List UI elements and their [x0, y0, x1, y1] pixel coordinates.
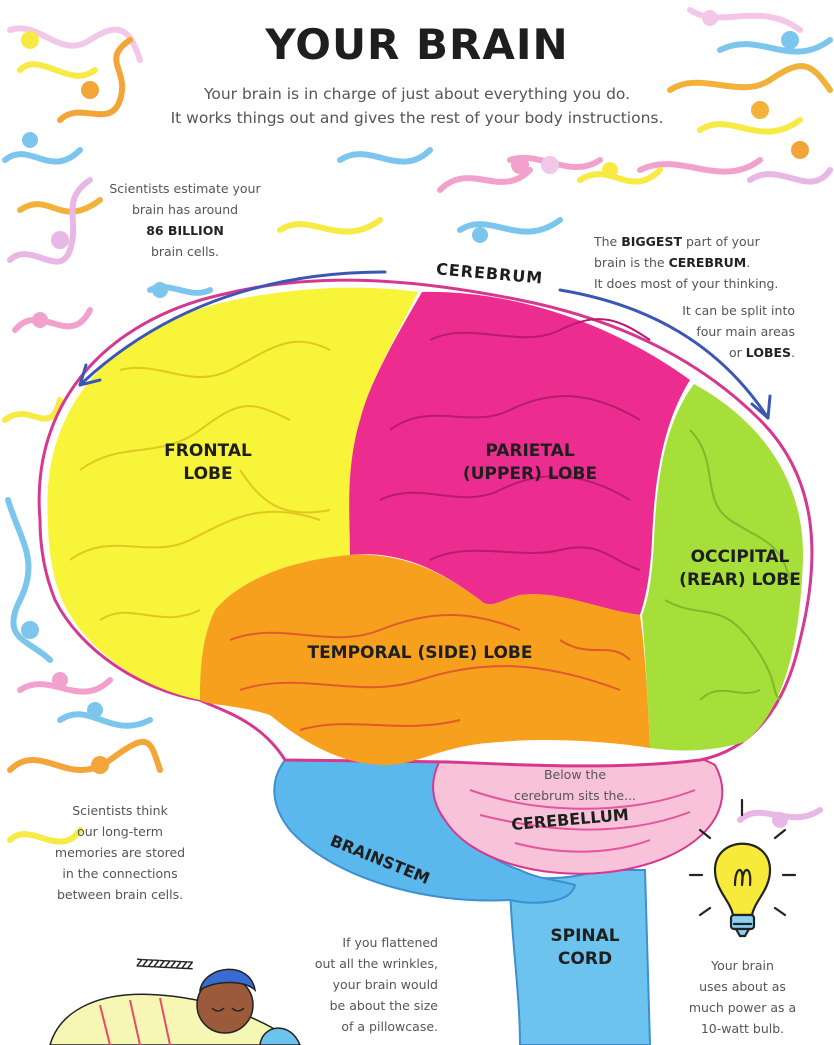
temporal-lobe-label: TEMPORAL (SIDE) LOBE [307, 643, 533, 663]
arrow-right-icon [558, 288, 772, 420]
note-line: If you flattened [342, 935, 438, 950]
note-line: four main areas [696, 324, 795, 339]
light-bulb-icon [688, 798, 797, 938]
frontal-lobe [47, 287, 418, 700]
label-line: SPINAL [550, 926, 620, 946]
note-line: uses about as [699, 979, 786, 994]
frontal-wrinkles [69, 340, 331, 621]
sleeping-child-icon [49, 968, 302, 1045]
note-line: 10-watt bulb. [700, 1021, 785, 1036]
note-line: or LOBES. [729, 345, 795, 360]
note-line: memories are stored [54, 845, 186, 860]
label-line: PARIETAL [485, 441, 575, 461]
parietal-wrinkles [379, 318, 651, 571]
note-line: be about the size [329, 998, 438, 1013]
note-line: The BIGGEST part of your [594, 234, 760, 249]
note-line: It does most of your thinking. [594, 276, 779, 291]
spinal-cord-label: SPINAL CORD [540, 925, 630, 971]
parietal-lobe-label: PARIETAL (UPPER) LOBE [440, 440, 620, 486]
note-line: your brain would [332, 977, 438, 992]
page-title: YOUR BRAIN [265, 20, 569, 69]
note-line: cerebrum sits the... [513, 788, 637, 803]
note-line: brain has around [131, 202, 239, 217]
note-line: our long-term [77, 824, 163, 839]
brain-cells-note: Scientists estimate your brain has aroun… [100, 178, 270, 262]
neuron-doodle-icon [2, 7, 833, 845]
wrinkles-note: If you flattened out all the wrinkles, y… [300, 932, 438, 1037]
note-line: Scientists estimate your [109, 181, 261, 196]
temporal-lobe [200, 554, 650, 765]
intro-line: It works things out and gives the rest o… [170, 109, 664, 127]
note-line: of a pillowcase. [341, 1019, 438, 1034]
note-line: Scientists think [72, 803, 168, 818]
temporal-wrinkles [229, 614, 631, 731]
occipital-wrinkles [664, 429, 791, 701]
cerebellum-folds [469, 789, 696, 853]
intro-line: Your brain is in charge of just about ev… [203, 85, 631, 103]
label-line: FRONTAL [164, 441, 252, 461]
occipital-lobe-label: OCCIPITAL (REAR) LOBE [665, 546, 815, 592]
frontal-lobe-label: FRONTAL LOBE [138, 440, 278, 486]
lobes-note: It can be split into four main areas or … [600, 300, 795, 363]
note-line: in the connections [62, 866, 178, 881]
note-line: between brain cells. [56, 887, 184, 902]
note-line: much power as a [688, 1000, 797, 1015]
neuron-bodies [21, 10, 809, 828]
label-line: (UPPER) LOBE [462, 464, 598, 484]
memory-note: Scientists think our long-term memories … [40, 800, 200, 905]
note-line: It can be split into [682, 303, 795, 318]
label-line: LOBE [183, 464, 233, 484]
cerebrum-note: The BIGGEST part of your brain is the CE… [594, 231, 794, 294]
arrow-left-icon [78, 270, 387, 387]
cerebellum-intro-note: Below the cerebrum sits the... [500, 764, 650, 806]
note-line: brain cells. [150, 244, 220, 259]
label-line: CORD [557, 949, 613, 969]
label-line: OCCIPITAL [690, 547, 790, 567]
note-line: Below the [543, 767, 607, 782]
note-line: Your brain [711, 958, 774, 973]
intro-text: Your brain is in charge of just about ev… [120, 82, 714, 130]
note-line: brain is the CEREBRUM. [594, 255, 751, 270]
power-note: Your brain uses about as much power as a… [670, 955, 815, 1039]
note-highlight: 86 BILLION [146, 223, 224, 238]
parietal-lobe [349, 291, 690, 615]
note-line: out all the wrinkles, [314, 956, 438, 971]
label-line: (REAR) LOBE [679, 570, 801, 590]
